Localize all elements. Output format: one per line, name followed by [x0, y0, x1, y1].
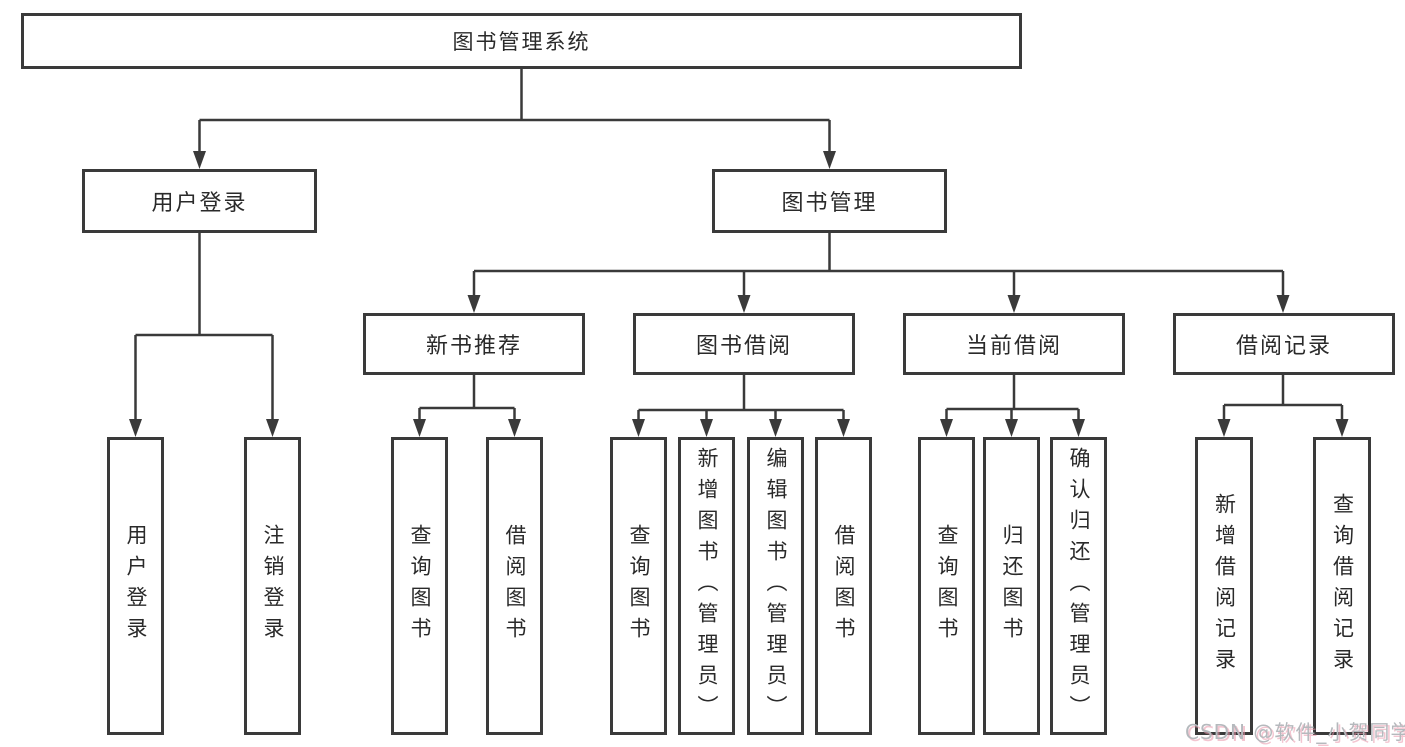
- node-label: 当前借阅: [965, 334, 1062, 359]
- node-user-login-branch: 用户登录: [82, 169, 317, 233]
- node-add-borrow-record: 新增借阅记录: [1195, 437, 1253, 735]
- node-add-books-admin: 新增图书（管理员）: [678, 437, 735, 735]
- node-label: 用户登录: [151, 191, 248, 216]
- node-label: 新增借阅记录: [1212, 493, 1237, 679]
- node-borrow-records: 借阅记录: [1173, 313, 1395, 375]
- node-query-books: 查询图书: [391, 437, 448, 735]
- node-label: 借阅图书: [503, 524, 527, 648]
- node-current-borrow: 当前借阅: [903, 313, 1125, 375]
- node-label: 图书借阅: [695, 334, 792, 359]
- node-label: 查询图书: [935, 524, 959, 648]
- node-label: 注销登录: [261, 524, 285, 648]
- node-book-management-branch: 图书管理: [712, 169, 947, 233]
- node-borrow-books: 借阅图书: [815, 437, 872, 735]
- node-label: 借阅记录: [1235, 334, 1332, 359]
- node-label: 查询图书: [408, 524, 432, 648]
- node-label: 图书管理系统: [452, 30, 591, 54]
- node-edit-books-admin: 编辑图书（管理员）: [747, 437, 804, 735]
- arrowheads: [129, 151, 1349, 437]
- node-label: 查询图书: [627, 524, 651, 648]
- node-query-books: 查询图书: [918, 437, 975, 735]
- node-borrow-books: 借阅图书: [486, 437, 543, 735]
- node-logout: 注销登录: [244, 437, 301, 735]
- node-label: 用户登录: [124, 524, 148, 648]
- node-label: 新增图书（管理员）: [695, 446, 719, 726]
- node-query-books: 查询图书: [610, 437, 667, 735]
- node-book-borrow: 图书借阅: [633, 313, 855, 375]
- node-confirm-return-admin: 确认归还（管理员）: [1050, 437, 1107, 735]
- node-query-borrow-record: 查询借阅记录: [1313, 437, 1371, 735]
- node-return-books: 归还图书: [983, 437, 1040, 735]
- node-library-system: 图书管理系统: [21, 13, 1022, 69]
- node-label: 归还图书: [1000, 524, 1024, 648]
- node-label: 图书管理: [781, 191, 878, 216]
- node-label: 新书推荐: [425, 334, 522, 359]
- node-label: 确认归还（管理员）: [1067, 446, 1091, 726]
- node-label: 查询借阅记录: [1330, 493, 1355, 679]
- csdn-watermark: CSDN @软件_小贺同学: [1185, 720, 1405, 744]
- node-label: 编辑图书（管理员）: [764, 446, 788, 726]
- node-label: 借阅图书: [832, 524, 856, 648]
- node-user-login: 用户登录: [107, 437, 164, 735]
- node-new-book-recommend: 新书推荐: [363, 313, 585, 375]
